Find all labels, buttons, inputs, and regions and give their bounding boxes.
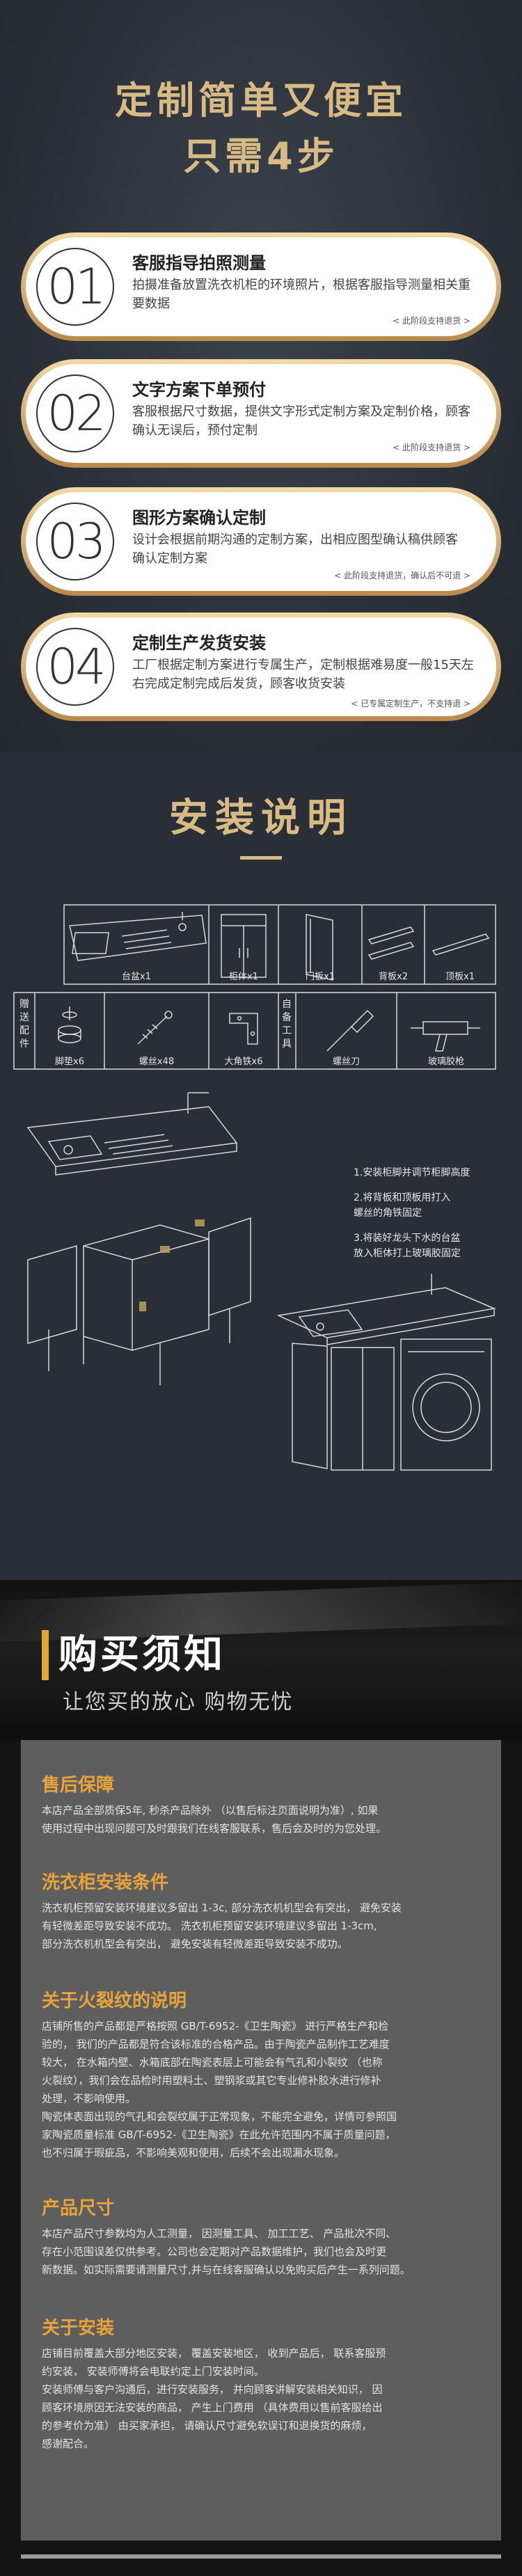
note-body-glaze-cracks: 店铺所售的产品都是严格按照 GB/T-6952-《卫生陶瓷》 进行严格生产和检 … — [42, 2017, 487, 2162]
step-note: < 已专属定制生产，不支持退 > — [351, 699, 470, 709]
step-note: < 此阶段支持退货 > — [393, 316, 470, 326]
screwdriver-icon — [326, 1009, 374, 1052]
part-label: 门板x1 — [306, 972, 335, 982]
step-number: 01 — [36, 248, 114, 326]
step-description: 工厂根据定制方案进行专属生产，定制根据难易度一般15天左右完成定制完成后发货，顾… — [132, 658, 474, 691]
note-line: 有轻微差距导致安装不成功。 洗衣机柜预留安装环境建议多留出 1-3cm, — [42, 1920, 377, 1932]
page-title: 定制简单又便宜 — [115, 79, 407, 123]
foot-pad-icon — [58, 1006, 81, 1043]
note-line: 陶瓷体表面出现的气孔和会裂纹属于正常现象，不能完全避免，详情可参照国 — [42, 2110, 397, 2123]
step-description: 拍摄准备放置洗衣机柜的环境照片，根据客服指导测量相关重要数据 — [132, 278, 470, 311]
sink-part-icon — [69, 912, 207, 961]
note-title-product-size: 产品尺寸 — [42, 2198, 115, 2219]
step-description: 设计会根据前期沟通的定制方案，出相应图型确认稿供顾客确认定制方案 — [132, 532, 458, 566]
install-instruction: 螺丝的角铁固定 — [354, 1208, 422, 1219]
note-line: 新数据。如实际需要请测量尺寸,并与在线客服确认以免购买后产生一系列问题。 — [42, 2263, 411, 2276]
note-line: 顾客环境原因无法安装的商品， 产生上门费用 （具体费用以售前客服给出 — [42, 2401, 383, 2414]
exploded-cabinet-drawing — [27, 1217, 251, 1385]
top-panel-icon — [432, 933, 490, 956]
note-title-glaze-cracks: 关于火裂纹的说明 — [42, 1991, 187, 2012]
note-body-install-conditions: 洗衣机柜预留安装环境建议多留出 1-3c, 部分洗衣机机型会有突出， 避免安装 … — [42, 1899, 487, 1953]
accessory-label: 螺丝x48 — [139, 1057, 175, 1067]
notes-panel — [21, 1740, 501, 2541]
install-diagram-graphic — [13, 904, 496, 1471]
note-line: 处理，不影响使用。 — [42, 2092, 136, 2105]
note-line: 店铺目前覆盖大部分地区安装， 覆盖安装地区， 收到产品后， 联系客服预 — [42, 2347, 386, 2360]
step-title: 文字方案下单预付 — [132, 380, 266, 400]
step-card-4: 04 定制生产发货安装 工厂根据定制方案进行专属生产，定制根据难易度一般15天左… — [21, 613, 501, 721]
note-title-after-sales: 售后保障 — [42, 1775, 115, 1796]
note-line: 约安装， 安装师傅将会电联约定上门安装时间。 — [42, 2365, 264, 2378]
tool-label: 螺丝刀 — [332, 1057, 360, 1067]
banner-title: 购买须知 — [58, 1632, 226, 1677]
gift-accessories-label: 赠送配件 — [19, 999, 29, 1050]
part-label: 柜体x1 — [229, 972, 258, 982]
step-number: 04 — [36, 628, 114, 706]
purchase-notice-banner: 购买须知 让您买的放心 购物无忧 — [0, 1580, 522, 1740]
note-title-install-conditions: 洗衣柜安装条件 — [42, 1872, 169, 1893]
note-line: 也不归属于瑕疵品，不影响美观和使用，后续不会出现漏水现象。 — [42, 2147, 345, 2159]
step-note: < 此阶段支持退货，确认后不可退 > — [334, 571, 470, 580]
note-line: 部分洗衣机机型会有突出， 避免安装有轻微差距导致安装不成功。 — [42, 1938, 348, 1950]
title-underline — [240, 856, 282, 860]
step-card-3: 03 图形方案确认定制 设计会根据前期沟通的定制方案，出相应图型确认稿供顾客确认… — [21, 487, 501, 596]
assembled-cabinet-drawing — [276, 1274, 496, 1471]
tool-label: 玻璃胶枪 — [427, 1057, 464, 1067]
accessory-label: 大角铁x6 — [224, 1057, 263, 1067]
note-line: 较大， 在水箱内壁、水箱底部在陶瓷表层上可能会有气孔和小裂纹 （也称 — [42, 2056, 383, 2069]
part-label: 台盆x1 — [122, 972, 151, 982]
note-line: 安装师傅与客户沟通后，进行安装服务， 并向顾客讲解安装相关知识， 因 — [42, 2383, 383, 2396]
banner-subtitle: 让您买的放心 购物无忧 — [63, 1690, 294, 1714]
note-line: 使用过程中出现问题可及时跟我们在线客服联系，售后会及时的为您处理。 — [42, 1822, 387, 1835]
back-panel-icon — [367, 926, 415, 960]
step-title: 图形方案确认定制 — [132, 508, 266, 528]
accessory-label: 脚垫x6 — [55, 1057, 84, 1067]
note-body-installation: 店铺目前覆盖大部分地区安装， 覆盖安装地区， 收到产品后， 联系客服预 约安装，… — [42, 2344, 487, 2453]
glue-gun-icon — [411, 1021, 480, 1052]
note-body-product-size: 本店产品尺寸参数均为人工测量， 因测量工具、 加工工艺、 产品批次不同、 存在小… — [42, 2225, 487, 2279]
note-line: 本店产品全部质保5年, 秒杀产品除外 （以售后标注页面说明为准）, 如果 — [42, 1804, 379, 1817]
step-card-2: 02 文字方案下单预付 客服根据尺寸数据，提供文字形式定制方案及定制价格，顾客确… — [21, 359, 501, 468]
angle-iron-icon — [229, 1013, 258, 1045]
exploded-sink-drawing — [26, 1092, 238, 1176]
step-number: 03 — [36, 503, 114, 580]
note-line: 存在小范围误差仅供参考。公司也会定期对产品数据维护，我们也会及时更 — [42, 2245, 387, 2258]
door-panel-icon — [306, 914, 333, 981]
accent-bar — [42, 1630, 49, 1680]
install-instruction: 3.将装好龙头下水的台盆 — [354, 1233, 461, 1244]
accessories-table-border — [13, 992, 496, 1070]
note-title-installation: 关于安装 — [42, 2318, 115, 2339]
bottom-divider — [21, 2554, 501, 2559]
page-subtitle: 只需4步 — [183, 134, 339, 178]
install-instruction: 放入柜体打上玻璃胶固定 — [354, 1248, 461, 1259]
note-line: 洗衣机柜预留安装环境建议多留出 1-3c, 部分洗衣机机型会有突出， 避免安装 — [42, 1902, 402, 1914]
step-note: < 此阶段支持退货 > — [393, 443, 470, 452]
install-instruction: 2.将背板和顶板用打入 — [354, 1192, 451, 1203]
note-body-after-sales: 本店产品全部质保5年, 秒杀产品除外 （以售后标注页面说明为准）, 如果 使用过… — [42, 1801, 487, 1838]
install-instruction: 1.安装柜脚并调节柜脚高度 — [354, 1167, 470, 1178]
note-line: 家陶瓷质量标准 GB/T-6952-《卫生陶瓷》在此允许范围内不属于质量问题， — [42, 2128, 396, 2141]
install-diagram: 台盆x1 柜体x1 门板x1 背板x2 顶板x1 赠送配件 自备工具 脚垫x6 … — [0, 884, 522, 1580]
notes-section: 售后保障 本店产品全部质保5年, 秒杀产品除外 （以售后标注页面说明为准）, 如… — [0, 1740, 522, 2576]
step-card-1: 01 客服指导拍照测量 拍摄准备放置洗衣机柜的环境照片，根据客服指导测量相关重要… — [21, 232, 501, 341]
step-description: 客服根据尺寸数据，提供文字形式定制方案及定制价格，顾客确认无误后，预付定制 — [132, 404, 470, 438]
note-line: 感谢配合。 — [42, 2437, 95, 2450]
step-title: 定制生产发货安装 — [132, 633, 266, 653]
part-label: 顶板x1 — [445, 972, 475, 982]
steps-section: 定制简单又便宜 只需4步 01 客服指导拍照测量 拍摄准备放置洗衣机柜的环境照片… — [0, 0, 522, 860]
note-line: 店铺所售的产品都是严格按照 GB/T-6952-《卫生陶瓷》 进行严格生产和检 — [42, 2020, 389, 2032]
note-line: 验的， 我们的产品都是符合该标准的合格产品。由于陶瓷产品制作工艺难度 — [42, 2038, 390, 2050]
self-tools-label: 自备工具 — [282, 999, 292, 1050]
step-title: 客服指导拍照测量 — [132, 253, 266, 273]
cabinet-part-icon — [221, 914, 267, 978]
step-number: 02 — [36, 374, 114, 452]
note-line: 的参考价为准） 由买家承担， 请确认尺寸避免软误订和退换货的麻烦， — [42, 2419, 372, 2432]
note-line: 火裂纹），我们会在品检时用塑料土、塑钢浆或其它专业修补胶水进行修补 — [42, 2074, 381, 2087]
install-title: 安装说明 — [169, 796, 353, 841]
part-label: 背板x2 — [379, 972, 408, 982]
parts-table-border — [63, 904, 496, 985]
screw-icon — [137, 1011, 173, 1045]
note-line: 本店产品尺寸参数均为人工测量， 因测量工具、 加工工艺、 产品批次不同、 — [42, 2227, 397, 2240]
